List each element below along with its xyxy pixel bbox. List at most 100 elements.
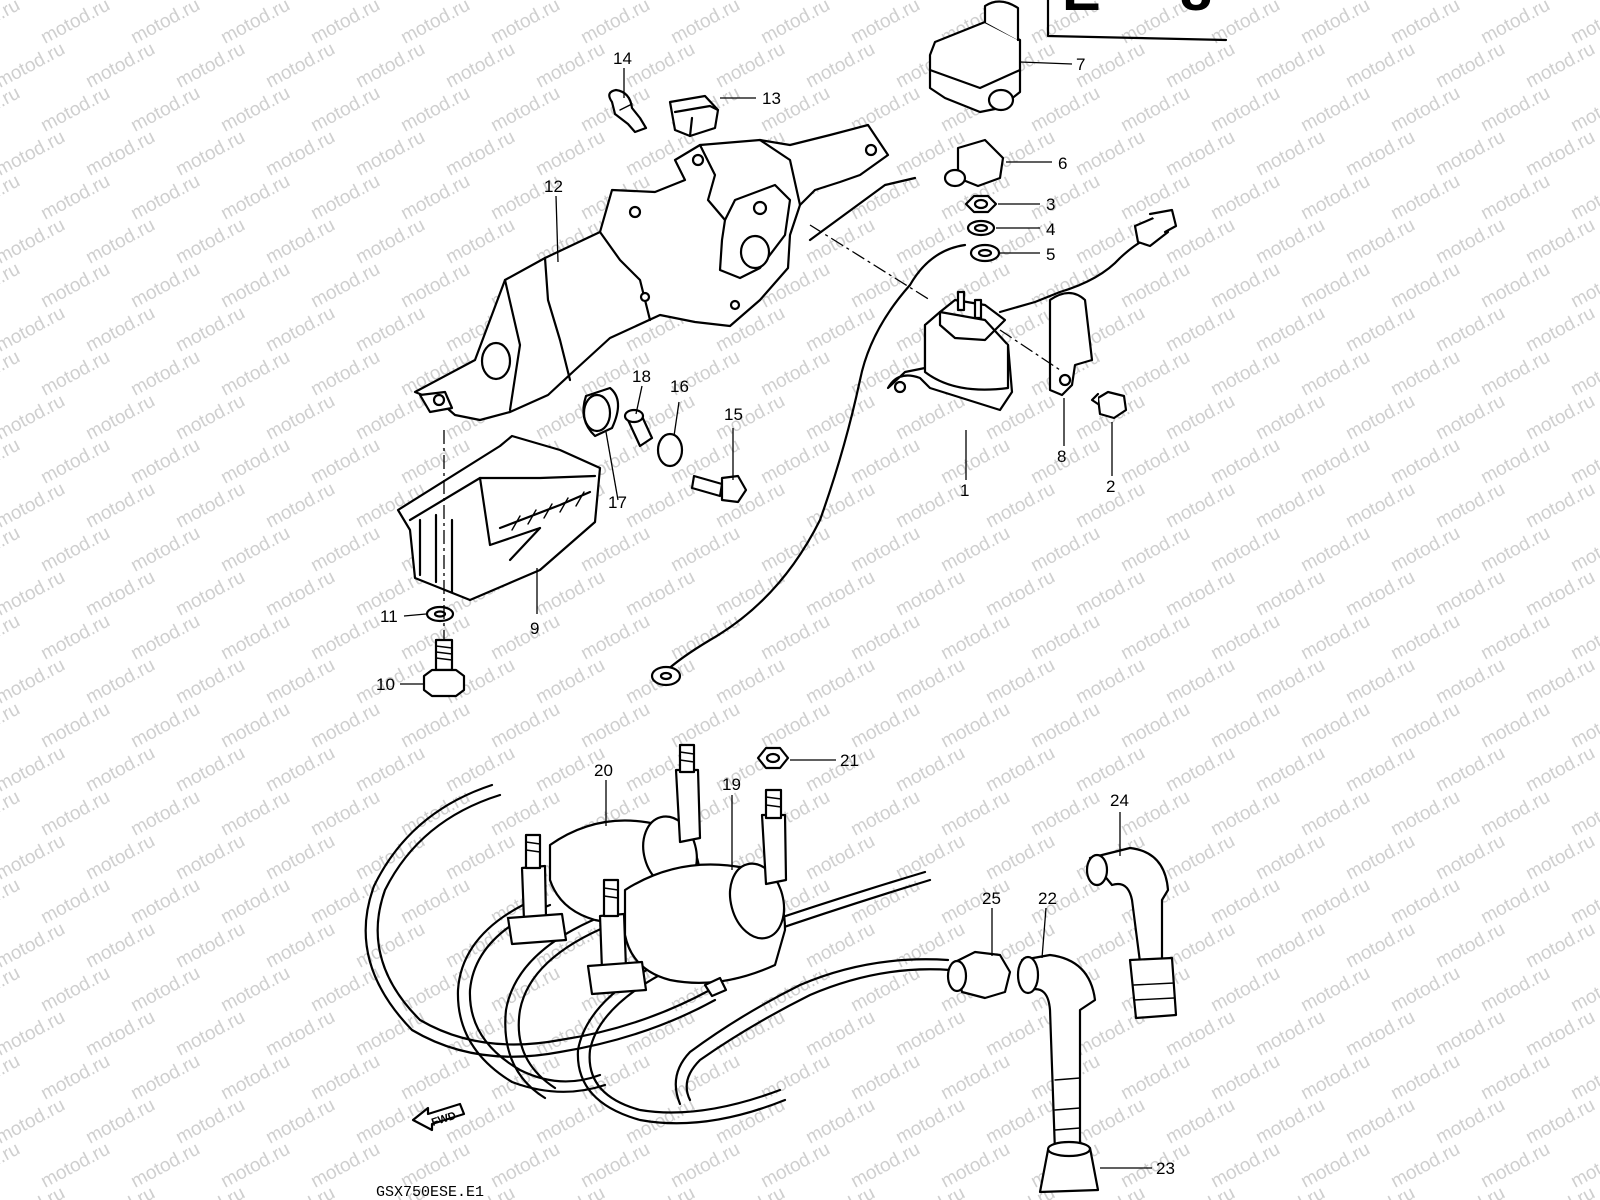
watermark-text: motod.ru <box>1522 1095 1598 1149</box>
watermark-text: motod.ru <box>1207 347 1283 401</box>
watermark-text: motod.ru <box>37 259 113 313</box>
watermark-text: motod.ru <box>892 655 968 709</box>
watermark-text: motod.ru <box>82 39 158 93</box>
watermark-text: motod.ru <box>1027 611 1103 665</box>
watermark-text: motod.ru <box>1297 699 1373 753</box>
watermark-text: motod.ru <box>0 963 24 1017</box>
watermark-text: motod.ru <box>262 567 338 621</box>
watermark-text: motod.ru <box>937 1051 1013 1105</box>
watermark-text: motod.ru <box>262 1183 338 1200</box>
watermark-text: motod.ru <box>82 1095 158 1149</box>
watermark-text: motod.ru <box>1342 567 1418 621</box>
watermark-text: motod.ru <box>1252 567 1328 621</box>
watermark-text: motod.ru <box>1117 435 1193 489</box>
watermark-text: motod.ru <box>757 611 833 665</box>
watermark-text: motod.ru <box>1072 567 1148 621</box>
watermark-text: motod.ru <box>1162 743 1238 797</box>
watermark-text: motod.ru <box>982 831 1058 885</box>
callout-label-13: 13 <box>762 89 781 108</box>
watermark-text: motod.ru <box>1342 479 1418 533</box>
watermark-text: motod.ru <box>307 1051 383 1105</box>
watermark-text: motod.ru <box>487 611 563 665</box>
watermark-text: motod.ru <box>127 1139 203 1193</box>
watermark-text: motod.ru <box>0 1183 69 1200</box>
watermark-text: motod.ru <box>1387 1051 1463 1105</box>
watermark-text: motod.ru <box>532 655 608 709</box>
watermark-text: motod.ru <box>1342 215 1418 269</box>
watermark-text: motod.ru <box>622 39 698 93</box>
callout-label-18: 18 <box>632 367 651 386</box>
watermark-text: motod.ru <box>1522 655 1598 709</box>
watermark-text: motod.ru <box>1297 963 1373 1017</box>
watermark-text: motod.ru <box>982 1007 1058 1061</box>
watermark-text: motod.ru <box>1342 655 1418 709</box>
figure-code: GSX750ESE.E1 <box>376 1184 484 1200</box>
watermark-text: motod.ru <box>982 743 1058 797</box>
watermark-text: motod.ru <box>802 391 878 445</box>
watermark-text: motod.ru <box>1207 699 1283 753</box>
watermark-text: motod.ru <box>1297 523 1373 577</box>
watermark-text: motod.ru <box>577 699 653 753</box>
watermark-text: motod.ru <box>1027 699 1103 753</box>
watermark-text: motod.ru <box>937 523 1013 577</box>
grommet-part <box>582 386 620 438</box>
watermark-text: motod.ru <box>352 215 428 269</box>
watermark-text: motod.ru <box>1117 1051 1193 1105</box>
watermark-text: motod.ru <box>1387 171 1463 225</box>
watermark-text: motod.ru <box>1477 1139 1553 1193</box>
watermark-text: motod.ru <box>1117 611 1193 665</box>
watermark-text: motod.ru <box>622 567 698 621</box>
callout-label-16: 16 <box>670 377 689 396</box>
watermark-text: motod.ru <box>127 347 203 401</box>
watermark-text: motod.ru <box>1477 435 1553 489</box>
watermark-text: motod.ru <box>37 347 113 401</box>
watermark-text: motod.ru <box>1252 391 1328 445</box>
watermark-text: motod.ru <box>532 1183 608 1200</box>
watermark-text: motod.ru <box>37 171 113 225</box>
watermark-text: motod.ru <box>217 523 293 577</box>
watermark-text: motod.ru <box>442 127 518 181</box>
watermark-text: motod.ru <box>1072 1095 1148 1149</box>
watermark-text: motod.ru <box>37 699 113 753</box>
callout-label-3: 3 <box>1046 195 1055 214</box>
callout-label-25: 25 <box>982 889 1001 908</box>
watermark-text: motod.ru <box>307 523 383 577</box>
figure-title: E-8 <box>1062 0 1212 23</box>
watermark-text: motod.ru <box>1297 259 1373 313</box>
watermark-text: motod.ru <box>37 435 113 489</box>
watermark-text: motod.ru <box>847 699 923 753</box>
watermark-text: motod.ru <box>1432 567 1508 621</box>
screw-part <box>1090 390 1128 420</box>
watermark-text: motod.ru <box>802 567 878 621</box>
watermark-text: motod.ru <box>127 611 203 665</box>
watermark-text: motod.ru <box>217 787 293 841</box>
watermark-text: motod.ru <box>802 303 878 357</box>
watermark-text: motod.ru <box>847 611 923 665</box>
watermark-text: motod.ru <box>1432 1007 1508 1061</box>
watermark-text: motod.ru <box>1252 39 1328 93</box>
watermark-text: motod.ru <box>1162 39 1238 93</box>
watermark-text: motod.ru <box>1207 1051 1283 1105</box>
watermark-text: motod.ru <box>127 699 203 753</box>
watermark-text: motod.ru <box>622 1095 698 1149</box>
watermark-text: motod.ru <box>1387 259 1463 313</box>
watermark-text: motod.ru <box>307 435 383 489</box>
watermark-text: motod.ru <box>1162 1183 1238 1200</box>
watermark-text: motod.ru <box>127 435 203 489</box>
watermark-text: motod.ru <box>1387 1139 1463 1193</box>
watermark-text: motod.ru <box>892 1095 968 1149</box>
plug-cap-boot-part <box>1038 1140 1100 1194</box>
watermark-text: motod.ru <box>82 1007 158 1061</box>
watermark-text: motod.ru <box>442 919 518 973</box>
watermark-text: motod.ru <box>1252 127 1328 181</box>
watermark-text: motod.ru <box>1297 171 1373 225</box>
watermark-text: motod.ru <box>37 0 113 48</box>
callout-label-17: 17 <box>608 493 627 512</box>
watermark-text: motod.ru <box>37 787 113 841</box>
watermark-text: motod.ru <box>1522 919 1598 973</box>
watermark-text: motod.ru <box>1342 39 1418 93</box>
relay-cover-part <box>928 0 1022 114</box>
watermark-text: motod.ru <box>127 787 203 841</box>
watermark-text: motod.ru <box>262 1007 338 1061</box>
watermark-text: motod.ru <box>1387 0 1463 48</box>
